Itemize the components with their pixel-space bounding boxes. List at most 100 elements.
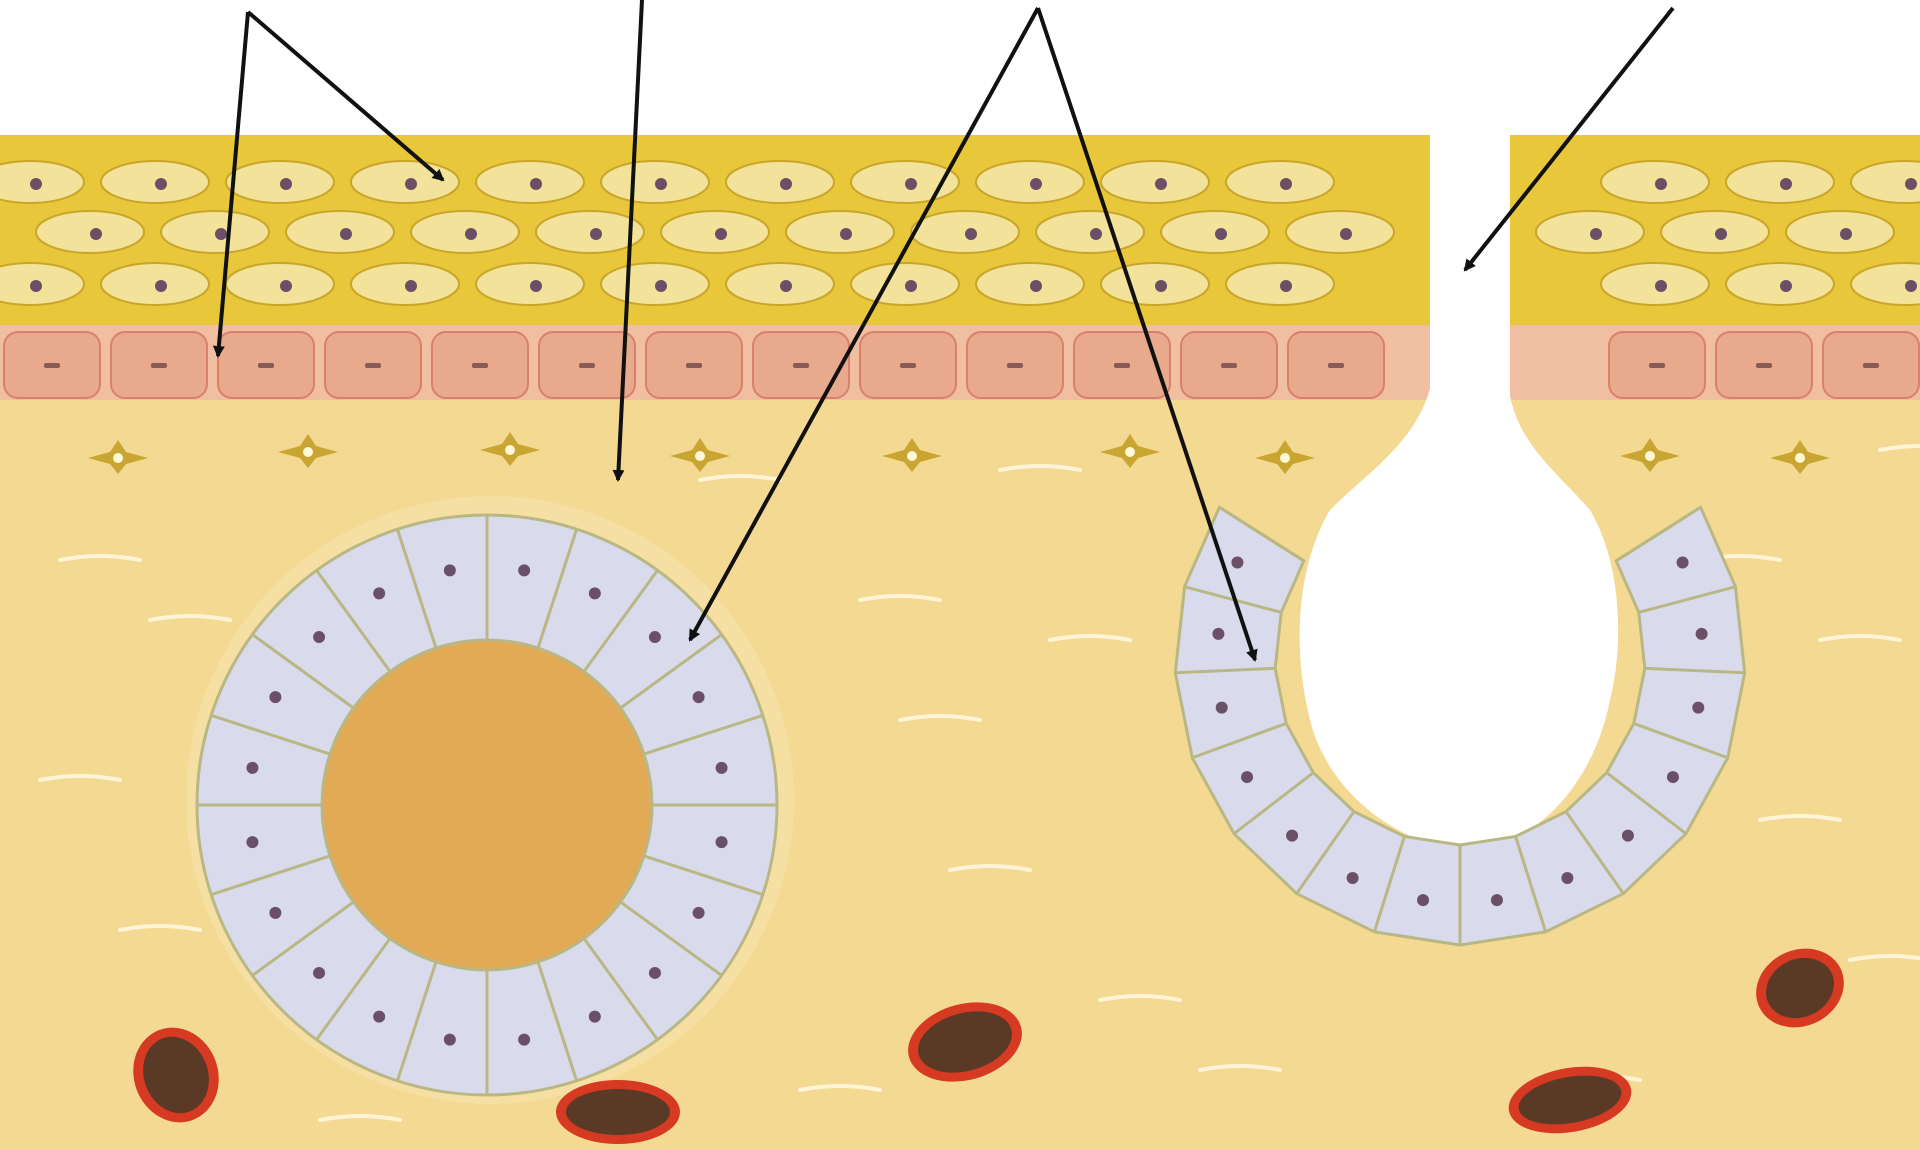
cell-nucleus	[579, 363, 595, 368]
gland-cell-nucleus	[1216, 702, 1228, 714]
keratinized-cell	[36, 211, 144, 253]
keratinized-cell	[1726, 161, 1834, 203]
gland-cell-nucleus	[518, 1034, 530, 1046]
cell-nucleus	[655, 280, 667, 292]
keratinized-cell	[726, 161, 834, 203]
gland-cell-nucleus	[649, 967, 661, 979]
gland-cell-nucleus	[313, 631, 325, 643]
gland-cell-nucleus	[1231, 556, 1243, 568]
cell-nucleus	[30, 178, 42, 190]
gland-cell-nucleus	[1667, 771, 1679, 783]
cell-nucleus	[44, 363, 60, 368]
keratinized-cell	[1161, 211, 1269, 253]
gland-cell-nucleus	[693, 691, 705, 703]
gland-cell-nucleus	[1561, 872, 1573, 884]
keratinized-cell	[1601, 161, 1709, 203]
keratinized-cell	[101, 161, 209, 203]
gland-cell-nucleus	[589, 1011, 601, 1023]
keratinized-cell	[1661, 211, 1769, 253]
cell-nucleus	[472, 363, 488, 368]
cell-nucleus	[1905, 280, 1917, 292]
cell-nucleus	[780, 178, 792, 190]
cell-nucleus	[530, 178, 542, 190]
cell-nucleus	[1030, 178, 1042, 190]
gland-cell-nucleus	[649, 631, 661, 643]
keratinized-cell	[411, 211, 519, 253]
keratinized-cell	[351, 161, 459, 203]
keratinized-cell	[226, 161, 334, 203]
gland-cell-nucleus	[1286, 830, 1298, 842]
cell-nucleus	[155, 178, 167, 190]
cell-nucleus	[655, 178, 667, 190]
keratinized-cell	[161, 211, 269, 253]
cell-nucleus	[1715, 228, 1727, 240]
cell-nucleus	[1840, 228, 1852, 240]
gland-cell-nucleus	[589, 587, 601, 599]
cell-nucleus	[405, 178, 417, 190]
gland-cell-nucleus	[269, 691, 281, 703]
cell-nucleus	[1905, 178, 1917, 190]
gland-cell-nucleus	[246, 762, 258, 774]
keratinized-cell	[786, 211, 894, 253]
cell-nucleus	[1155, 280, 1167, 292]
keratinized-cell	[661, 211, 769, 253]
keratinized-cell	[1601, 263, 1709, 305]
cell-nucleus	[465, 228, 477, 240]
gland-cell-nucleus	[693, 907, 705, 919]
cell-nucleus	[1007, 363, 1023, 368]
keratinized-cell	[476, 161, 584, 203]
cell-nucleus	[258, 363, 274, 368]
gland-cell-nucleus	[269, 907, 281, 919]
cell-nucleus	[1280, 178, 1292, 190]
keratinized-cell	[1226, 161, 1334, 203]
keratinized-cell	[976, 263, 1084, 305]
fibroblast-nucleus	[505, 445, 515, 455]
endocrine-gland-cells	[197, 515, 777, 1095]
cell-nucleus	[1340, 228, 1352, 240]
cell-nucleus	[840, 228, 852, 240]
keratinized-cell	[601, 161, 709, 203]
cell-nucleus	[1221, 363, 1237, 368]
gland-cell-nucleus	[373, 1011, 385, 1023]
gland-cell-nucleus	[1241, 771, 1253, 783]
gland-cell-nucleus	[373, 587, 385, 599]
fibroblast-nucleus	[695, 451, 705, 461]
keratinized-cell	[226, 263, 334, 305]
keratinized-cell	[1786, 211, 1894, 253]
cell-nucleus	[905, 280, 917, 292]
keratinized-cell	[1036, 211, 1144, 253]
cell-nucleus	[90, 228, 102, 240]
keratinized-cell	[286, 211, 394, 253]
cell-nucleus	[1649, 363, 1665, 368]
fibroblast-nucleus	[1645, 451, 1655, 461]
cell-nucleus	[1280, 280, 1292, 292]
gland-cell-nucleus	[1677, 556, 1689, 568]
gland-cell-nucleus	[1491, 894, 1503, 906]
keratinized-cell	[1101, 263, 1209, 305]
cell-nucleus	[900, 363, 916, 368]
cell-nucleus	[1780, 178, 1792, 190]
keratinized-cell	[911, 211, 1019, 253]
cell-nucleus	[30, 280, 42, 292]
cell-nucleus	[340, 228, 352, 240]
fibroblast-nucleus	[1125, 447, 1135, 457]
keratinized-layer	[0, 135, 1920, 330]
keratinized-cell	[1226, 263, 1334, 305]
gland-cell-nucleus	[1347, 872, 1359, 884]
gland-cell-nucleus	[313, 967, 325, 979]
cell-nucleus	[905, 178, 917, 190]
cell-nucleus	[365, 363, 381, 368]
cell-nucleus	[151, 363, 167, 368]
cell-nucleus	[530, 280, 542, 292]
blood-cell	[566, 1089, 670, 1135]
cell-nucleus	[793, 363, 809, 368]
gland-cell-nucleus	[246, 836, 258, 848]
cell-nucleus	[590, 228, 602, 240]
gland-lumen-edge	[322, 640, 652, 970]
cell-nucleus	[1215, 228, 1227, 240]
basal-cell-layer	[0, 325, 1920, 400]
keratinized-cell	[1286, 211, 1394, 253]
gland-cell-nucleus	[1622, 830, 1634, 842]
cell-nucleus	[965, 228, 977, 240]
